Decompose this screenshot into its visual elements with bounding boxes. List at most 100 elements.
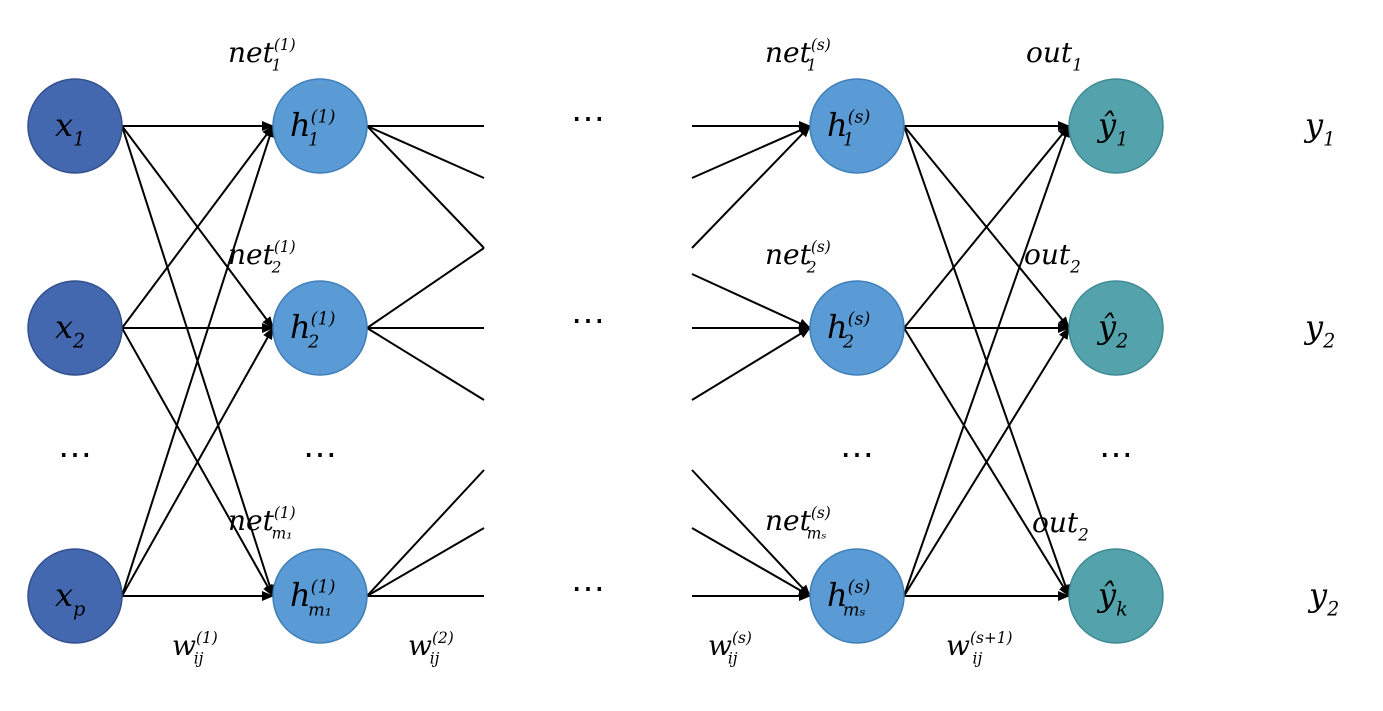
hiddens-ellipsis: ⋯	[840, 435, 874, 475]
hidden1-net-label: net(1) 2	[228, 238, 296, 276]
hidden1-net-label: net(1)1	[228, 36, 296, 74]
edge-hiddens-incoming	[691, 273, 811, 329]
output-node-3	[1068, 548, 1164, 644]
hiddens-node-label-subscript: 2	[842, 333, 854, 353]
weight-label-subscript: ij	[430, 649, 440, 667]
hidden1-net-label-superscript: (1)	[274, 238, 296, 256]
hiddens-net-label-subscript: mₛ	[807, 524, 827, 542]
target-label-subscript: 1	[1323, 128, 1335, 151]
hiddens-node-3	[809, 548, 905, 644]
output-node-label-base: ŷ	[1096, 576, 1117, 614]
weight-label-base: w	[708, 629, 732, 662]
output-out-label-subscript: 2	[1077, 524, 1089, 544]
hidden1-net-label-subscript: 2	[271, 258, 282, 276]
edge-input-to-hidden1	[121, 125, 274, 329]
edge-hidden1-outgoing	[366, 125, 485, 249]
target-label-subscript: 2	[1322, 330, 1335, 353]
edge-hiddens-incoming	[691, 327, 811, 401]
target-label-base: y	[1303, 308, 1324, 346]
target-label-base: y	[1303, 106, 1324, 144]
hidden1-node-label-superscript: (1)	[311, 108, 336, 128]
hiddens-node-label: h(s)mₛ	[827, 576, 871, 621]
weight-label-superscript: (s)	[732, 629, 752, 647]
weight-label-base: w	[946, 629, 970, 662]
hiddens-net-label: net(s) mₛ	[765, 504, 831, 542]
edge-hiddens-incoming	[691, 125, 811, 249]
hiddens-net-label: net(s)2	[765, 238, 831, 276]
connection-edges	[121, 121, 1071, 601]
weight-label: w(2) ij	[408, 629, 454, 667]
output-node-label: ŷ1	[1096, 106, 1128, 151]
hidden1-node-label-superscript: (1)	[311, 578, 336, 598]
hidden1-node-label-base: h	[290, 308, 311, 346]
hidden1-net-label-superscript: (1)	[274, 36, 296, 54]
middle-ellipsis: ⋯	[571, 569, 605, 609]
hidden1-node-2	[272, 280, 368, 376]
hiddens-node-1	[809, 78, 905, 174]
hiddens-node-label-base: h	[827, 576, 848, 614]
target-label-subscript: 2	[1326, 598, 1339, 621]
edge-hidden1-outgoing	[366, 125, 485, 179]
hidden1-node-label-base: h	[290, 576, 311, 614]
edge-hidden1-outgoing	[366, 527, 485, 597]
input-node-3	[27, 548, 123, 644]
hiddens-net-label-superscript: (s)	[811, 504, 831, 522]
output-node-label: ŷk	[1096, 576, 1128, 621]
hiddens-node-label-base: h	[827, 106, 848, 144]
hiddens-node-label-subscript: 1	[843, 131, 854, 151]
hidden1-net-label-subscript: 1	[272, 56, 282, 74]
hidden1-net-label-base: net	[228, 238, 275, 271]
weight-label: w(s) ij	[708, 629, 752, 667]
hiddens-node-label-subscript: mₛ	[843, 601, 866, 621]
input-node-label: xp	[55, 576, 85, 621]
formula-labels: x1x2xph(1)1h(1)2h(1)m₁net(1)1net(1)2net(…	[55, 36, 1339, 667]
output-out-label: out1	[1026, 36, 1083, 74]
hidden1-net-label-base: net	[228, 504, 275, 537]
output-out-label-base: out	[1026, 36, 1073, 69]
hiddens-net-label-base: net	[765, 238, 812, 271]
output-node-label-base: ŷ	[1096, 308, 1117, 346]
edge-hiddens-to-output	[903, 125, 1071, 597]
weight-label-superscript: (2)	[432, 629, 454, 647]
output-out-label: out2	[1024, 238, 1081, 276]
hiddens-net-label-subscript: 1	[807, 56, 817, 74]
output-node-label-subscript: 1	[1116, 128, 1128, 151]
weight-label-subscript: ij	[728, 649, 738, 667]
hiddens-net-label-superscript: (s)	[811, 36, 831, 54]
edge-hiddens-to-output	[903, 327, 1070, 597]
output-out-label: out2	[1032, 506, 1089, 544]
hiddens-net-label-base: net	[765, 504, 812, 537]
neuron-nodes	[27, 78, 1164, 644]
hidden1-net-label: net(1)m₁	[228, 504, 296, 542]
output-out-label-subscript: 2	[1069, 256, 1081, 276]
edge-hiddens-to-output	[903, 125, 1070, 329]
input-node-1	[27, 78, 123, 174]
hiddens-net-label-superscript: (s)	[811, 238, 831, 256]
edge-hidden1-outgoing	[366, 327, 485, 401]
weight-label-subscript: ij	[973, 649, 983, 667]
weight-label-subscript: ij	[194, 649, 204, 667]
hidden1-node-label: h(1)1	[290, 106, 336, 151]
edge-hidden1-outgoing	[366, 247, 485, 329]
output-node-label-base: ŷ	[1096, 106, 1117, 144]
weight-label-base: w	[408, 629, 432, 662]
output-node-2	[1068, 280, 1164, 376]
hidden1-net-label-subscript: m₁	[272, 524, 293, 542]
edge-hiddens-incoming	[691, 527, 811, 597]
target-label: y1	[1303, 106, 1335, 151]
hidden1-node-label-subscript: m₁	[308, 601, 332, 621]
output-ellipsis: ⋯	[1099, 435, 1133, 475]
hidden1-node-label: h(1)2	[290, 308, 336, 353]
hidden1-node-label-base: h	[290, 106, 311, 144]
middle-ellipsis: ⋯	[571, 301, 605, 341]
weight-label: w(s+1)ij	[946, 629, 1013, 667]
weight-label-base: w	[172, 629, 196, 662]
input-node-label-base: x	[55, 106, 73, 144]
output-node-label-subscript: 2	[1115, 330, 1128, 353]
target-label: y2	[1307, 576, 1339, 621]
hidden1-node-label: h(1) m₁	[290, 576, 336, 621]
edge-hiddens-incoming	[691, 125, 811, 179]
output-node-1	[1068, 78, 1164, 174]
output-node-label: ŷ2	[1096, 308, 1128, 353]
